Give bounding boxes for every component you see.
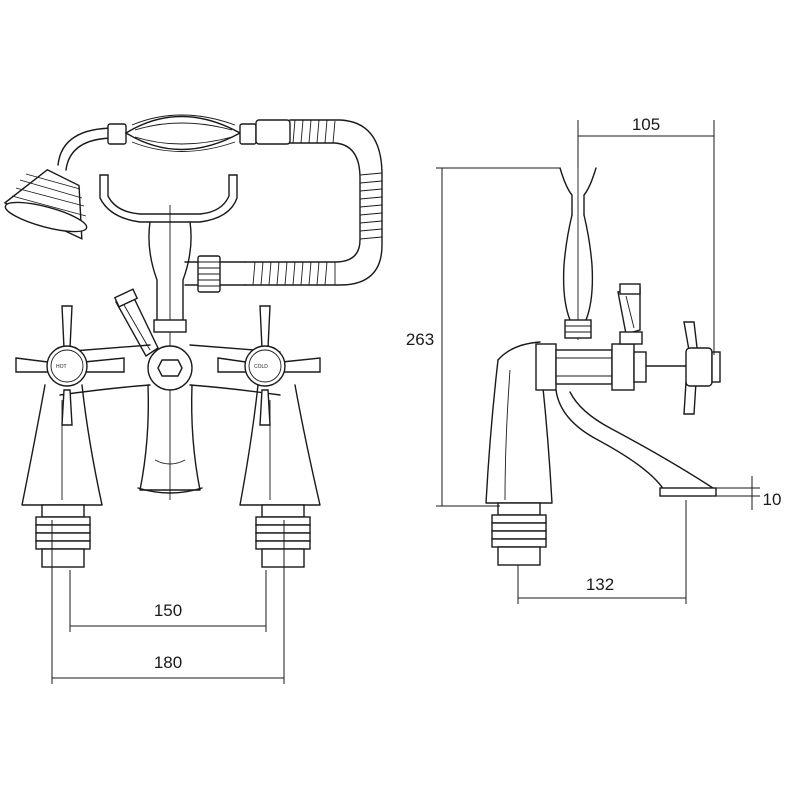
dim-150-label: 150 [154, 601, 182, 620]
handset-grip [107, 114, 291, 152]
shower-head [3, 168, 88, 240]
side-view: 105 263 132 10 [406, 115, 782, 604]
front-dimensions [51, 520, 285, 684]
left-valve: HOT [15, 305, 125, 568]
side-tail [491, 502, 547, 566]
shower-hose [57, 119, 383, 286]
dim-132-label: 132 [586, 575, 614, 594]
side-hook [559, 140, 597, 340]
cold-label: COLD [254, 364, 268, 370]
dim-105-label: 105 [632, 115, 660, 134]
side-dimensions [436, 120, 760, 604]
handset-cradle [99, 174, 238, 223]
dim-263-label: 263 [406, 330, 434, 349]
hot-label: HOT [56, 364, 67, 370]
dim-10-label: 10 [763, 490, 782, 509]
dim-180-label: 180 [154, 653, 182, 672]
side-lever [617, 283, 643, 345]
right-valve: COLD [217, 305, 321, 568]
diverter-lever [113, 288, 159, 358]
side-body [485, 341, 717, 504]
front-view: HOT COLD 150 180 [3, 114, 383, 684]
side-cross-handle [683, 321, 721, 415]
